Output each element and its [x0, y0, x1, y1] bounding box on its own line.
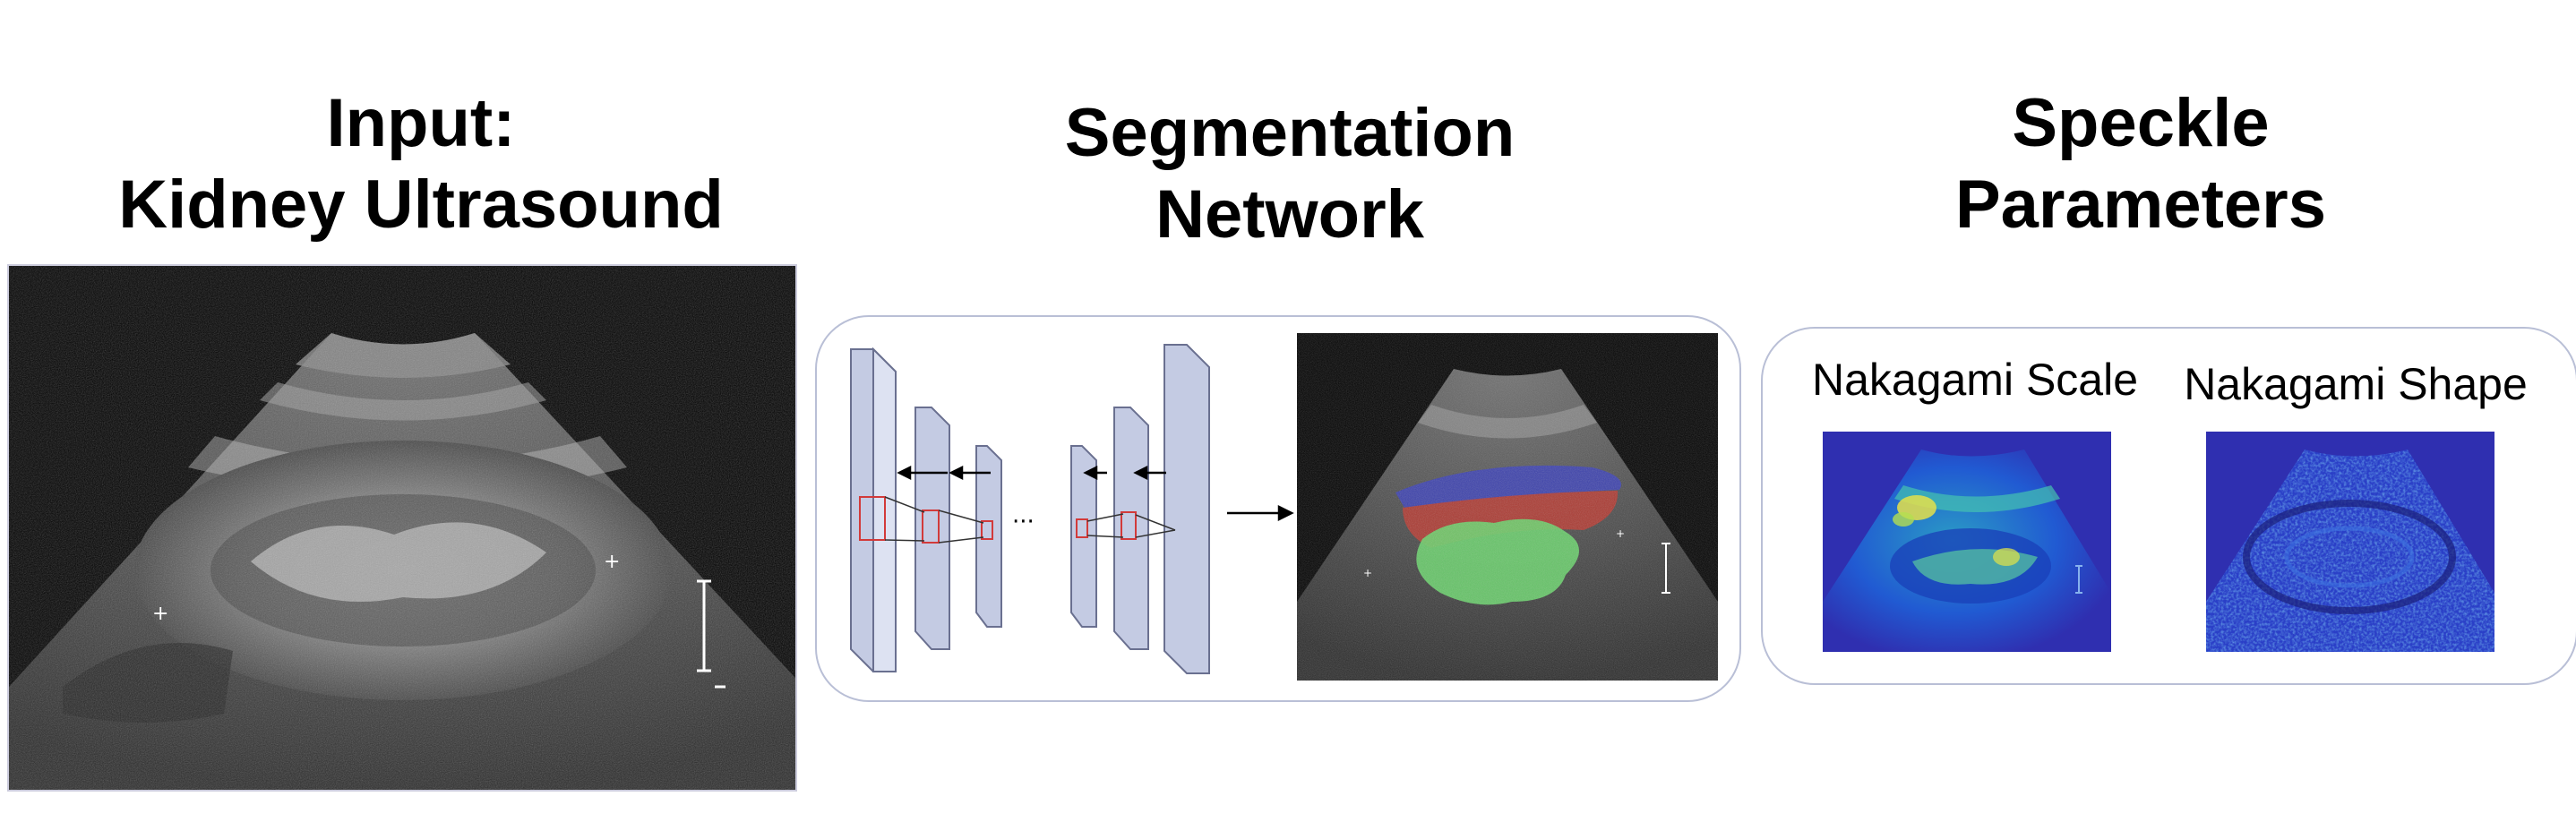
- kernel-projection-lines: [884, 496, 1176, 544]
- depth-scale-icon-small: [1662, 543, 1670, 594]
- svg-text:+: +: [1616, 527, 1625, 540]
- encoder-layer-2: [914, 407, 950, 650]
- segmentation-heading-line2: Network: [1155, 176, 1424, 253]
- encoder-layer-3: [975, 445, 1002, 628]
- speckle-heading-line2: Parameters: [1954, 167, 2327, 244]
- nakagami-shape-map: [2206, 432, 2494, 652]
- caliper-marker-left: +: [152, 603, 168, 625]
- speckle-heading-line1: Speckle: [2012, 85, 2270, 161]
- kernel-boxes: [859, 496, 1137, 544]
- nakagami-shape-label: Nakagami Shape: [2184, 359, 2528, 409]
- caliper-marker-right: +: [604, 551, 620, 573]
- segmentation-heading-line1: Segmentation: [1064, 95, 1516, 171]
- segmented-ultrasound-image: + +: [1297, 333, 1718, 681]
- input-heading-line2: Kidney Ultrasound: [118, 167, 724, 244]
- input-heading: Input: Kidney Ultrasound: [54, 82, 788, 245]
- network-ellipsis: ···: [1012, 509, 1035, 535]
- svg-text:+: +: [1363, 567, 1372, 579]
- input-ultrasound-image: + +: [7, 264, 797, 792]
- input-heading-line1: Input:: [326, 85, 516, 161]
- nakagami-scale-map: [1823, 432, 2111, 652]
- network-architecture-diagram: [833, 331, 1299, 689]
- decoder-layer-2: [1113, 407, 1149, 650]
- segmentation-heading: Segmentation Network: [932, 92, 1648, 255]
- speckle-heading: Speckle Parameters: [1791, 82, 2490, 245]
- nakagami-scale-label: Nakagami Scale: [1811, 355, 2139, 405]
- depth-scale-icon: [697, 579, 726, 689]
- decoder-layer-3: [1163, 344, 1210, 674]
